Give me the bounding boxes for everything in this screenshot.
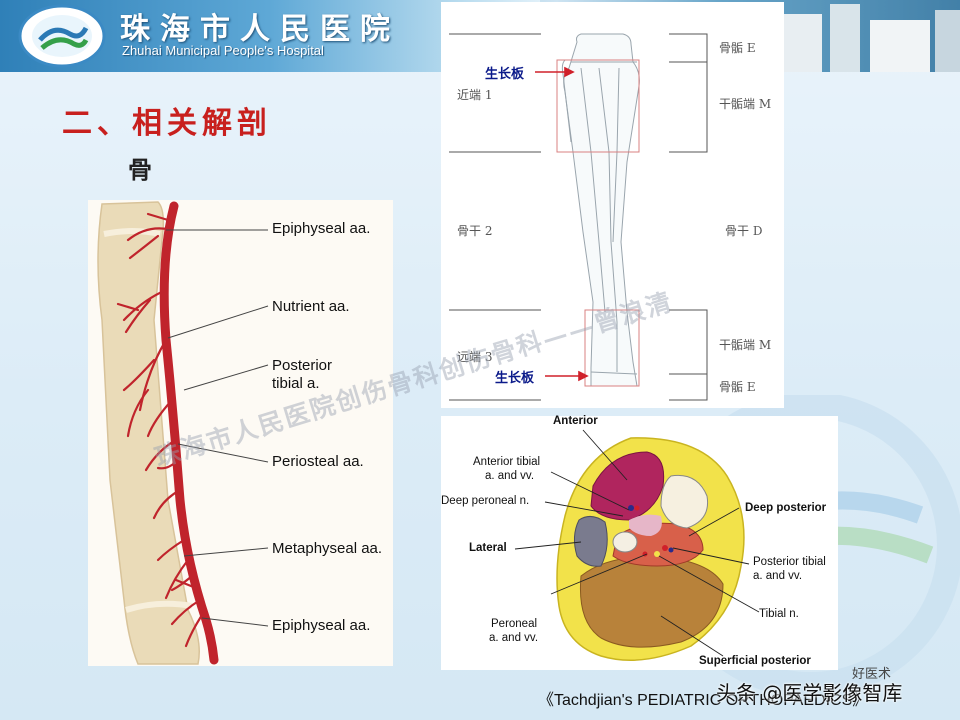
reference-caption: 《Tachdjian's PEDIATRIC ORTHOPAEDICS》 [538,692,869,709]
region-label-epiphysis-bottom: 骨骺 E [719,380,756,394]
vessel-label-metaphyseal: Metaphyseal aa. [272,540,383,557]
hospital-name-english: Zhuhai Municipal People's Hospital [122,43,324,58]
tibia-blood-supply-figure: Epiphyseal aa. Nutrient aa. Posterior ti… [88,200,393,666]
compartment-label-deep-posterior: Deep posterior [745,502,827,514]
brand-watermark: 好医术 [852,667,892,682]
tibia-outline-drawing [449,33,708,401]
xs-label-anterior-tibial-vessels: a. and vv. [485,470,535,482]
xs-label-tibial-nerve: Tibial n. [759,608,799,620]
region-label-epiphysis-top: 骨骺 E [719,41,756,55]
growth-plate-label-top: 生长板 [485,67,525,82]
slide-subtitle: 骨 [128,155,152,184]
source-watermark: 头条 @医学影像智库 [716,681,903,705]
vessel-label-nutrient: Nutrient aa. [272,298,350,315]
region-label-metaphysis-top: 干骺端 M [719,97,772,111]
compartment-label-superficial-posterior: Superficial posterior [699,655,811,667]
compartment-cross-section-drawing [514,429,760,661]
vessel-label-tibial-a: tibial a. [272,375,320,392]
slide-title: 二、相关解剖 [62,106,272,141]
segment-label-proximal: 近端 1 [457,88,493,102]
xs-label-anterior-tibial: Anterior tibial [473,456,541,468]
region-label-metaphysis-bottom: 干骺端 M [719,338,772,352]
tibia-artery-illustration [97,201,269,665]
xs-label-peroneal: Peroneal [491,618,538,630]
vessel-label-epiphyseal-top: Epiphyseal aa. [272,220,371,237]
xs-label-posterior-tibial-vessels: a. and vv. [753,570,803,582]
vessel-label-posterior: Posterior [272,357,333,374]
leg-cross-section-figure: Anterior Anterior tibial a. and vv. Deep… [441,415,838,670]
segment-label-shaft: 骨干 2 [457,224,493,238]
segment-label-distal: 远端 3 [457,350,493,364]
hospital-name-chinese: 珠海市人民医院 [120,12,400,47]
growth-plate-label-bottom: 生长板 [495,371,535,386]
bone-regions-figure: 生长板 生长板 近端 1 骨干 2 远端 3 骨骺 E 干骺端 M 骨干 D 干… [441,2,784,408]
vessel-label-periosteal: Periosteal aa. [272,453,364,470]
hospital-logo [18,4,106,68]
compartment-label-anterior: Anterior [553,415,598,427]
compartment-label-lateral: Lateral [469,542,507,554]
xs-label-peroneal-vessels: a. and vv. [489,632,539,644]
region-label-diaphysis: 骨干 D [725,224,763,238]
xs-label-posterior-tibial: Posterior tibial [753,556,826,568]
vessel-label-epiphyseal-bottom: Epiphyseal aa. [272,617,371,634]
xs-label-deep-peroneal-nerve: Deep peroneal n. [441,495,530,507]
